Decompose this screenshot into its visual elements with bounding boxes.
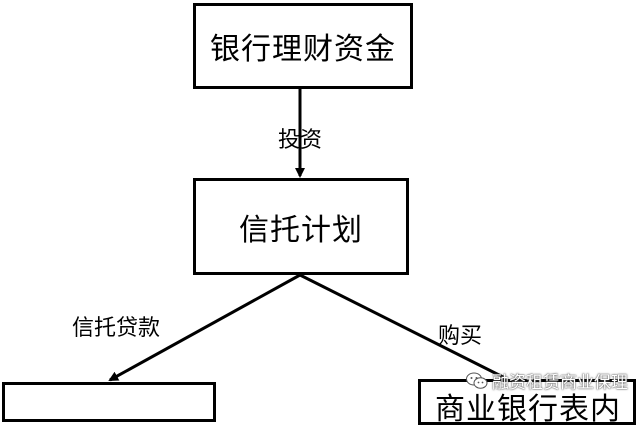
node-left-bottom: [2, 382, 216, 422]
watermark: 融资租赁商业保理: [466, 368, 628, 393]
arrow-purchase: [299, 273, 506, 380]
node-bank-wealth-funds: 银行理财资金: [193, 3, 413, 89]
watermark-text: 融资租赁商业保理: [492, 373, 628, 393]
connector-layer: [108, 89, 506, 382]
edge-label-invest: 投资: [278, 128, 323, 153]
node-trust-plan: 信托计划: [193, 178, 409, 275]
node-trust-plan-label: 信托计划: [239, 212, 363, 248]
edge-label-trust-loan: 信托贷款: [72, 316, 161, 341]
wechat-icon: [466, 372, 488, 389]
edge-label-purchase: 购买: [438, 324, 483, 349]
arrow-trust-loan: [108, 273, 301, 382]
node-bank-wealth-funds-label: 银行理财资金: [210, 32, 396, 67]
